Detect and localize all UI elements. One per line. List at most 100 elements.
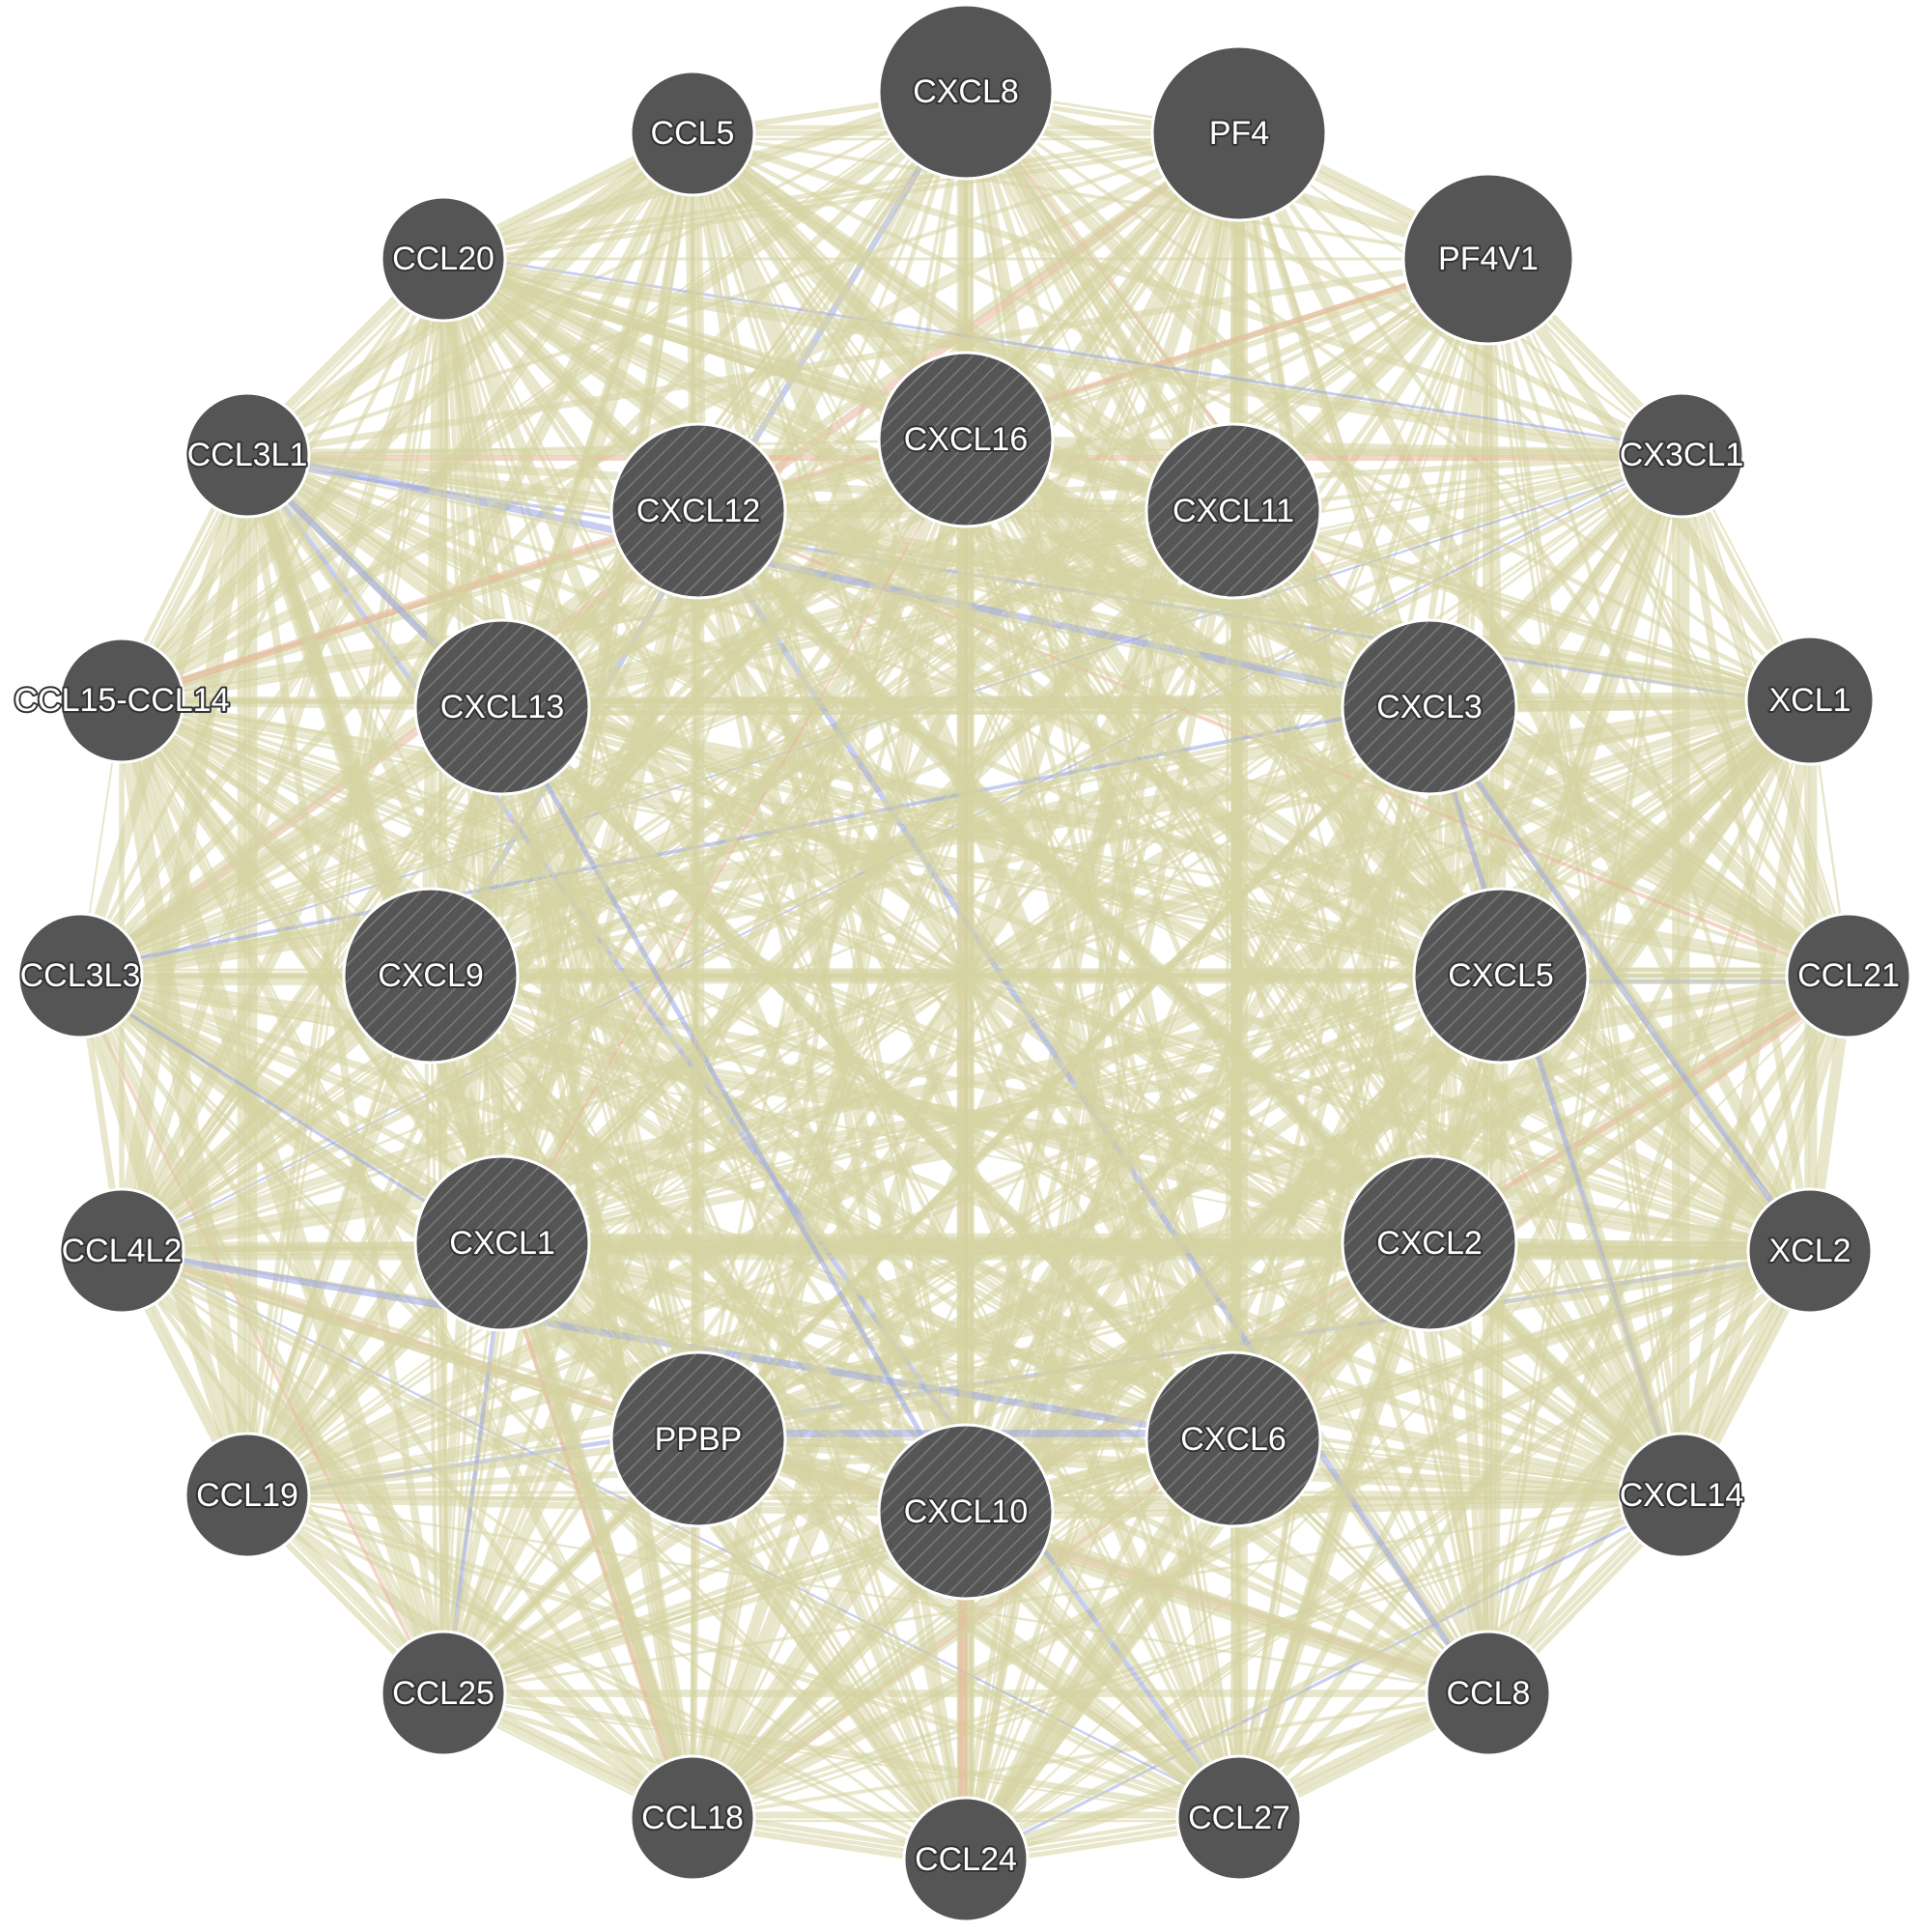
node-label: CXCL6 <box>1180 1421 1286 1458</box>
node-circle <box>629 1754 756 1882</box>
node-CCL15-CCL14[interactable]: CCL15-CCL14 <box>13 637 232 764</box>
edge-CCL3L3-CXCL12 <box>75 505 699 977</box>
node-CXCL9[interactable]: CXCL9 <box>342 887 520 1065</box>
node-label: CCL15-CCL14 <box>14 682 230 719</box>
node-CCL3L3[interactable]: CCL3L3 <box>16 912 144 1039</box>
edge-CXCL8-CCL21 <box>958 93 1848 983</box>
node-CXCL16[interactable]: CXCL16 <box>877 351 1055 528</box>
edge-XCL1-CCL8 <box>1489 700 1815 1695</box>
edge-CXCL3-CXCL12 <box>696 512 1429 712</box>
node-CXCL8[interactable]: CXCL8 <box>877 3 1055 181</box>
edge-CXCL5-CXCL13 <box>502 697 1504 974</box>
node-label: CCL5 <box>651 115 735 152</box>
node-label: PF4 <box>1209 115 1269 152</box>
edge-CCL18-CXCL2 <box>692 1241 1430 1820</box>
node-CXCL2[interactable]: CXCL2 <box>1341 1154 1518 1332</box>
edge-PF4-XCL1 <box>1237 131 1812 702</box>
edge-CCL19-CCL15-CCL14 <box>112 700 245 1497</box>
edge-CXCL5-CXCL12 <box>694 509 1502 982</box>
node-CCL5[interactable]: CCL5 <box>629 70 756 197</box>
node-label: CXCL2 <box>1376 1225 1483 1262</box>
edge-CXCL2-CXCL12 <box>693 510 1430 1248</box>
node-CCL25[interactable]: CCL25 <box>380 1630 507 1757</box>
node-label: CCL18 <box>641 1800 744 1836</box>
node-circle <box>16 912 144 1039</box>
node-CXCL3[interactable]: CXCL3 <box>1341 618 1518 796</box>
node-circle <box>380 195 507 323</box>
node-CXCL10[interactable]: CXCL10 <box>877 1423 1055 1601</box>
edge-CCL15-CCL14-PPBP <box>118 701 697 1442</box>
node-CXCL11[interactable]: CXCL11 <box>1145 422 1322 600</box>
edge-CXCL11-CXCL10 <box>963 510 1236 1513</box>
node-PPBP[interactable]: PPBP <box>609 1350 787 1528</box>
node-label: CXCL13 <box>440 689 565 725</box>
edge-CCL4L2-PPBP <box>120 1252 698 1443</box>
node-CCL20[interactable]: CCL20 <box>380 195 507 323</box>
node-CXCL1[interactable]: CXCL1 <box>413 1154 591 1332</box>
node-CCL19[interactable]: CCL19 <box>184 1432 311 1559</box>
edge-CCL21-CXCL11 <box>1233 507 1851 976</box>
edge-CXCL1-CXCL12 <box>504 511 708 1246</box>
edge-CCL5-CXCL2 <box>688 133 1429 1246</box>
edge-CXCL5-CXCL13 <box>501 705 1502 978</box>
edge-CXCL5-CXCL1 <box>500 969 1500 1239</box>
node-hatch <box>346 891 516 1061</box>
edge-CXCL2-CXCL12 <box>697 506 1434 1244</box>
edge-CXCL6-CXCL13 <box>501 702 1238 1440</box>
edge-CCL5-CXCL2 <box>693 130 1433 1243</box>
edge-CCL4L2-PPBP <box>121 1245 700 1440</box>
edge-CCL5-CXCL9 <box>427 132 696 977</box>
edge-PF4-CCL21 <box>1236 131 1851 978</box>
node-CCL24[interactable]: CCL24 <box>902 1796 1030 1923</box>
node-CCL18[interactable]: CCL18 <box>629 1754 756 1882</box>
node-circle <box>1150 44 1328 222</box>
node-label: CXCL9 <box>378 957 484 994</box>
edge-CCL3L1-CXCL9 <box>240 454 433 979</box>
node-CXCL13[interactable]: CXCL13 <box>413 618 591 796</box>
node-label: CCL21 <box>1797 957 1900 994</box>
edge-CCL15-CCL14-CXCL12 <box>120 507 700 704</box>
node-label: CCL19 <box>196 1477 298 1514</box>
node-PF4V1[interactable]: PF4V1 <box>1401 172 1575 346</box>
edge-CXCL10-CXCL13 <box>499 705 969 1514</box>
edge-XCL2-CCL27 <box>1236 1247 1813 1822</box>
edge-CCL3L3-CXCL11 <box>77 503 1232 973</box>
node-label: CCL20 <box>392 241 495 277</box>
edge-CCL25-CXCL10 <box>440 1504 965 1690</box>
edge-CXCL14-CXCL10 <box>966 1497 1682 1521</box>
node-CXCL12[interactable]: CXCL12 <box>609 422 787 600</box>
node-label: CXCL8 <box>913 73 1019 110</box>
node-CCL4L2[interactable]: CCL4L2 <box>58 1187 185 1315</box>
node-hatch <box>1344 1158 1514 1328</box>
edge-CCL8-CXCL5 <box>1481 975 1497 1693</box>
edge-CXCL6-CXCL9 <box>429 973 1235 1442</box>
edge-CCL5-CXCL11 <box>692 128 1237 511</box>
node-XCL1[interactable]: XCL1 <box>1744 635 1876 766</box>
node-label: CCL8 <box>1447 1675 1531 1712</box>
edge-CXCL14-CXCL5 <box>1496 974 1686 1497</box>
node-CCL21[interactable]: CCL21 <box>1785 912 1912 1039</box>
edge-CXCL3-CXCL9 <box>431 707 1431 981</box>
edge-CXCL2-CXCL9 <box>430 968 1431 1245</box>
node-XCL2[interactable]: XCL2 <box>1746 1187 1874 1315</box>
edge-CCL4L2-CXCL5 <box>122 976 1503 1257</box>
node-label: PF4V1 <box>1438 241 1539 277</box>
node-label: CXCL10 <box>904 1493 1029 1530</box>
edge-CCL18-CXCL1 <box>495 1244 690 1821</box>
edge-XCL2-CCL5 <box>695 128 1816 1248</box>
node-PF4[interactable]: PF4 <box>1150 44 1328 222</box>
edge-CCL15-CCL14-CXCL6 <box>116 701 1232 1448</box>
node-CCL8[interactable]: CCL8 <box>1425 1630 1552 1757</box>
node-CCL3L1[interactable]: CCL3L1 <box>184 391 311 519</box>
node-CXCL5[interactable]: CXCL5 <box>1412 887 1590 1065</box>
node-circle <box>1425 1630 1552 1757</box>
edge-CXCL14-CCL18 <box>690 1488 1681 1815</box>
node-CXCL6[interactable]: CXCL6 <box>1145 1350 1322 1528</box>
edge-CCL21-CCL8 <box>1486 975 1855 1697</box>
node-CX3CL1[interactable]: CX3CL1 <box>1618 391 1745 519</box>
node-CXCL14[interactable]: CXCL14 <box>1618 1432 1745 1559</box>
node-hatch <box>881 1427 1051 1597</box>
node-CCL27[interactable]: CCL27 <box>1175 1754 1303 1882</box>
node-label: CXCL16 <box>904 421 1029 458</box>
